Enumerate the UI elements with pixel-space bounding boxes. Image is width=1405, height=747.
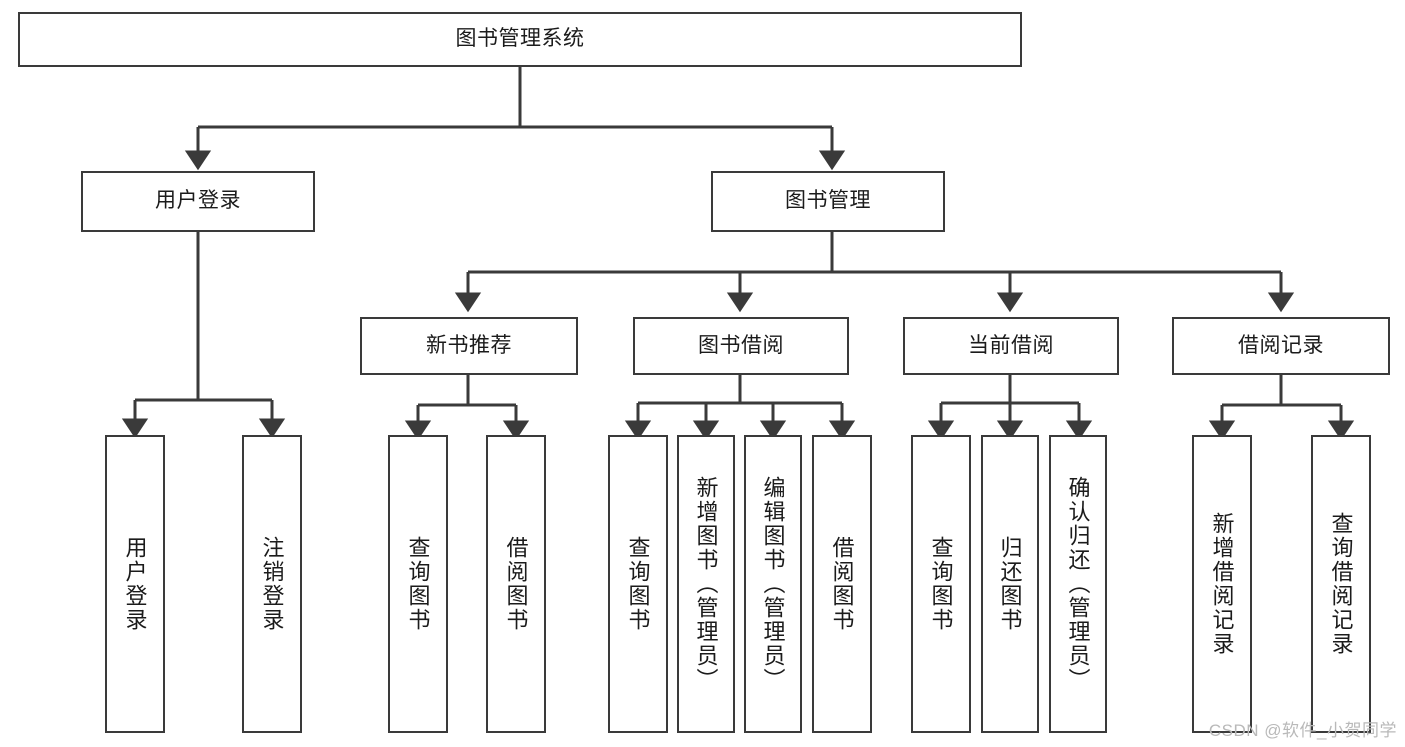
node-label: 查询借阅记录: [1328, 512, 1354, 656]
node-label: 注销登录: [259, 536, 285, 632]
leaf-edit-book-admin[interactable]: 编辑图书（管理员）: [744, 435, 802, 733]
leaf-confirm-return-admin[interactable]: 确认归还（管理员）: [1049, 435, 1107, 733]
node-label: 新增借阅记录: [1209, 512, 1235, 656]
node-current-borrow[interactable]: 当前借阅: [903, 317, 1119, 375]
leaf-add-book-admin[interactable]: 新增图书（管理员）: [677, 435, 735, 733]
node-label: 确认归还（管理员）: [1065, 476, 1091, 692]
node-label: 图书管理系统: [455, 27, 585, 51]
node-label: 当前借阅: [968, 333, 1054, 357]
node-root-book-management-system[interactable]: 图书管理系统: [18, 12, 1022, 67]
leaf-borrow-book[interactable]: 借阅图书: [812, 435, 872, 733]
node-label: 用户登录: [122, 536, 148, 632]
leaf-borrow-book-recommend[interactable]: 借阅图书: [486, 435, 546, 733]
node-label: 借阅图书: [503, 536, 529, 632]
leaf-add-borrow-record[interactable]: 新增借阅记录: [1192, 435, 1252, 733]
node-label: 新增图书（管理员）: [693, 476, 719, 692]
leaf-return-book[interactable]: 归还图书: [981, 435, 1039, 733]
leaf-query-borrow-record[interactable]: 查询借阅记录: [1311, 435, 1371, 733]
csdn-watermark: CSDN @软件_小贺同学: [1208, 721, 1397, 740]
node-label: 图书管理: [785, 189, 871, 213]
node-borrow-record[interactable]: 借阅记录: [1172, 317, 1390, 375]
node-new-book-recommend[interactable]: 新书推荐: [360, 317, 578, 375]
node-label: 借阅图书: [829, 536, 855, 632]
node-label: 图书借阅: [698, 333, 784, 357]
node-label: 新书推荐: [426, 333, 512, 357]
leaf-user-logout[interactable]: 注销登录: [242, 435, 302, 733]
leaf-query-book-borrow[interactable]: 查询图书: [608, 435, 668, 733]
leaf-user-login[interactable]: 用户登录: [105, 435, 165, 733]
node-book-borrow[interactable]: 图书借阅: [633, 317, 849, 375]
node-label: 编辑图书（管理员）: [760, 476, 786, 692]
leaf-query-book-current[interactable]: 查询图书: [911, 435, 971, 733]
node-label: 借阅记录: [1238, 333, 1324, 357]
node-user-login[interactable]: 用户登录: [81, 171, 315, 232]
node-label: 用户登录: [155, 189, 241, 213]
leaf-query-book-recommend[interactable]: 查询图书: [388, 435, 448, 733]
node-label: 查询图书: [405, 536, 431, 632]
node-label: 归还图书: [997, 536, 1023, 632]
node-label: 查询图书: [625, 536, 651, 632]
node-book-management[interactable]: 图书管理: [711, 171, 945, 232]
node-label: 查询图书: [928, 536, 954, 632]
